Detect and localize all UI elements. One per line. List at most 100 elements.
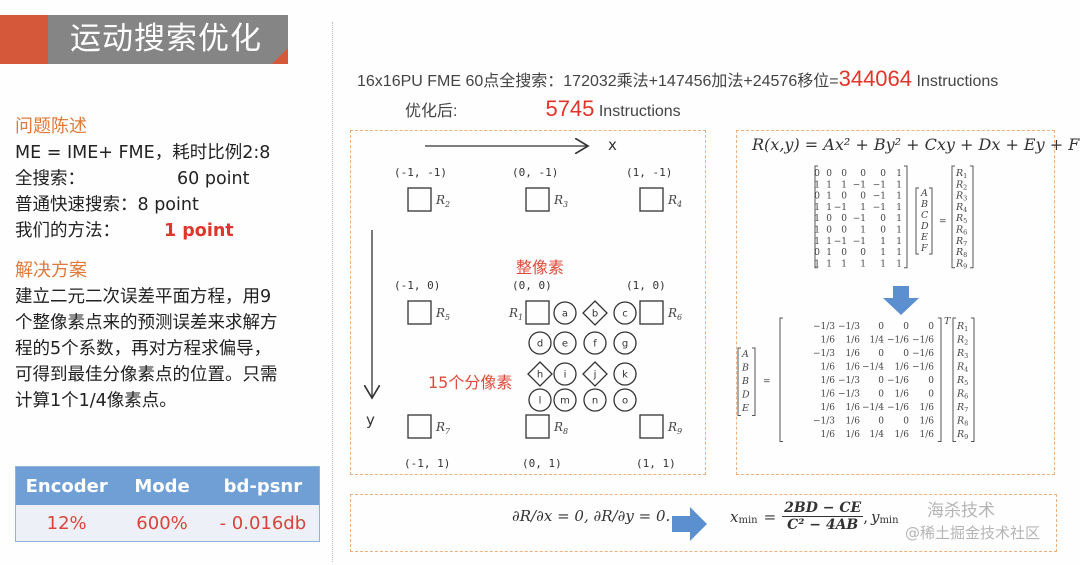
subpixel-circle xyxy=(528,331,552,355)
vector-entry: R2 xyxy=(955,179,967,191)
down-arrow-icon xyxy=(883,286,919,315)
header-bd-psnr: bd-psnr xyxy=(223,475,303,497)
problem-heading: 问题陈述 xyxy=(15,116,87,137)
matrix-box xyxy=(736,130,1055,475)
matrix-cell: 1 xyxy=(896,214,902,224)
derivative-box xyxy=(350,494,1057,552)
matrix-cell: 0 xyxy=(841,192,847,202)
subpixel-label: 15个分像素 xyxy=(428,373,512,392)
matrix-cell: 0 xyxy=(814,248,820,258)
matrix-bracket xyxy=(938,317,942,442)
inverse-matrix-cell: −1/4 xyxy=(862,403,884,413)
vector-entry: R4 xyxy=(956,362,968,374)
solution-heading: 解决方案 xyxy=(15,260,87,281)
matrix-cell: 0 xyxy=(860,192,866,202)
inverse-matrix-cell: −1/6 xyxy=(912,336,934,346)
matrix-cell: 1 xyxy=(814,180,820,190)
subpixel-letter: i xyxy=(564,370,567,381)
matrix-cell: 1 xyxy=(826,248,832,258)
inverse-matrix-cell: −1/3 xyxy=(838,376,860,386)
our-method-row: 我们的方法：1 point xyxy=(15,218,335,244)
transpose-mark: T xyxy=(944,316,951,327)
inverse-matrix-cell: 1/6 xyxy=(846,349,861,359)
equals-sign: = xyxy=(763,377,771,387)
partial-derivative-equation: ∂R/∂x = 0, ∂R/∂y = 0. xyxy=(512,507,670,525)
pixel-diagram: x y 整像素 15个分像素 (-1, -1)R2(0, -1)R3(1, -1… xyxy=(350,136,682,470)
x-axis-label: x xyxy=(608,136,617,154)
pixel-label: R4 xyxy=(667,193,682,209)
xmin-numerator: 2BD − CE xyxy=(782,500,864,517)
vector-entry: R9 xyxy=(956,429,968,441)
pixel-label: R8 xyxy=(553,420,568,436)
inverse-matrix-cell: 1/6 xyxy=(846,430,861,440)
matrix-cell: −1 xyxy=(873,203,886,213)
matrix-cell: 0 xyxy=(826,169,832,179)
pixel-label: R2 xyxy=(435,193,450,209)
inverse-matrix-cell: 1/6 xyxy=(895,390,910,400)
value-mode: 600% xyxy=(136,512,188,534)
matrix-cell: 1 xyxy=(896,180,902,190)
inverse-matrix-cell: −1/3 xyxy=(838,390,860,400)
surface-equation: R(x,y) = Ax² + By² + Cxy + Dx + Ey + F xyxy=(752,135,1080,154)
subpixel-letter: d xyxy=(537,339,543,350)
vector-entry: R8 xyxy=(955,247,967,259)
integer-pixel-square xyxy=(525,187,550,212)
inverse-matrix-cell: −1/6 xyxy=(887,403,909,413)
vector-entry: R1 xyxy=(956,321,968,333)
subpixel-letter: h xyxy=(537,370,543,381)
fast-search-value: 8 point xyxy=(137,195,199,215)
title-accent-block xyxy=(0,15,48,64)
vector-entry: R2 xyxy=(956,335,968,347)
xmin-fraction: 2BD − CE C² − 4AB xyxy=(782,500,864,533)
pixel-coordinate: (0, -1) xyxy=(512,166,558,179)
unknown-entry: B xyxy=(920,199,928,210)
unknown-entry: F xyxy=(920,243,928,254)
inverse-matrix-cell: 1/4 xyxy=(870,430,885,440)
pixel-coordinate: (-1, 0) xyxy=(394,279,440,292)
unknown-entry: A xyxy=(920,188,928,199)
unknown-entry: C xyxy=(921,210,929,221)
matrix-cell: 1 xyxy=(896,226,902,236)
matrix-cell: 1 xyxy=(896,203,902,213)
subpixel-circle xyxy=(613,362,637,386)
matrix-cell: 1 xyxy=(841,259,847,269)
matrix-bracket xyxy=(779,317,783,442)
matrix-bracket xyxy=(904,165,908,269)
matrix-cell: 1 xyxy=(896,259,902,269)
subpixel-letter: n xyxy=(592,396,598,407)
fast-search-label: 普通快速搜索： xyxy=(15,195,138,215)
inverse-matrix-cell: −1/4 xyxy=(862,363,884,373)
matrix-bracket xyxy=(929,187,933,255)
problem-line-1: ME = IME+ FME，耗时比例2:8 xyxy=(15,143,271,163)
watermark-line-2: @稀土掘金技术社区 xyxy=(905,524,1041,542)
subpixel-circle xyxy=(613,388,637,412)
matrix-cell: 0 xyxy=(860,248,866,258)
results-table-row: 12% 600% - 0.016db xyxy=(16,505,319,541)
vector-entry: R4 xyxy=(955,202,967,214)
subpixel-circle xyxy=(528,388,552,412)
solution-entry: B xyxy=(741,376,749,387)
our-method-label: 我们的方法： xyxy=(15,221,120,241)
inverse-matrix-cell: 1/6 xyxy=(846,336,861,346)
vector-entry: R8 xyxy=(956,416,968,428)
subpixel-letter: k xyxy=(622,370,628,381)
matrix-cell: 0 xyxy=(814,192,820,202)
slide-title-bar: 运动搜索优化 xyxy=(48,15,288,64)
solution-line: 个整像素点来的预测误差来求解方 xyxy=(15,313,278,333)
ymin-sub: min xyxy=(879,515,899,526)
matrix-bracket xyxy=(971,317,975,442)
pixel-label: R1 xyxy=(508,306,523,322)
matrix-cell: 1 xyxy=(896,237,902,247)
inverse-matrix-cell: 0 xyxy=(903,322,909,332)
matrix-cell: 1 xyxy=(826,259,832,269)
subpixel-circle xyxy=(613,301,637,325)
solution-line: 建立二元二次误差平面方程，用9 xyxy=(15,287,272,307)
xmin-denominator: C² − 4AB xyxy=(787,517,859,533)
inverse-matrix-cell: −1/6 xyxy=(912,363,934,373)
inverse-matrix-cell: −1/3 xyxy=(813,322,835,332)
matrix-bracket xyxy=(752,347,756,416)
subpixel-circle xyxy=(583,388,607,412)
matrix-bracket xyxy=(951,165,955,269)
matrix-cell: 1 xyxy=(896,169,902,179)
vector-entry: R9 xyxy=(955,258,967,270)
